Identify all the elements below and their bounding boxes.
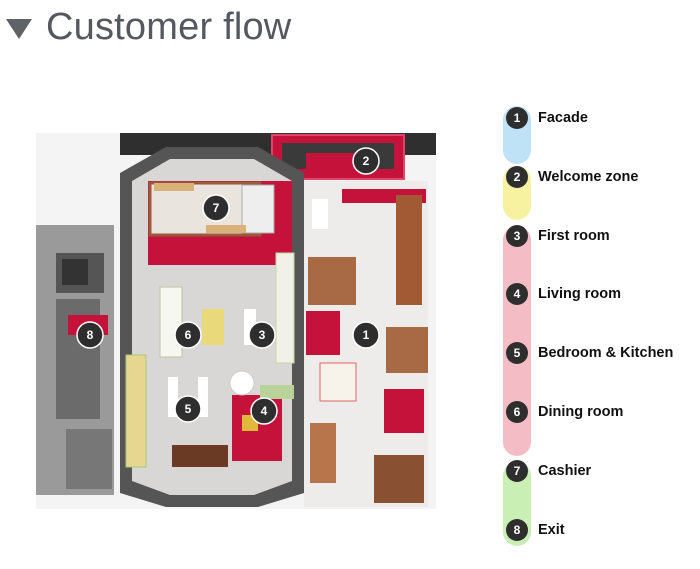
floorplan-marker-6: 6 — [174, 321, 202, 349]
step-number-badge: 7 — [506, 460, 528, 482]
step-label: Bedroom & Kitchen — [538, 345, 674, 361]
step-number-badge: 4 — [506, 283, 528, 305]
legend-step-exit: 8 Exit — [500, 517, 565, 543]
floorplan-marker-2: 2 — [352, 147, 380, 175]
collapse-triangle-icon[interactable] — [6, 19, 32, 39]
floorplan-illustration: 1 2 3 4 5 6 7 8 — [36, 133, 436, 509]
section-title: Customer flow — [46, 5, 292, 48]
legend-step-bedroom-kitchen: 5 Bedroom & Kitchen — [500, 340, 673, 366]
flow-legend: 1 Facade 2 Welcome zone 3 First room 4 L… — [500, 104, 700, 546]
step-number-badge: 2 — [506, 166, 528, 188]
step-label: Exit — [538, 522, 565, 538]
section-header[interactable]: Customer flow — [6, 2, 291, 52]
svg-text:4: 4 — [261, 404, 268, 418]
store-floorplan: 1 2 3 4 5 6 7 8 — [36, 133, 436, 509]
step-label: Facade — [538, 110, 588, 126]
legend-step-living-room: 4 Living room — [500, 281, 621, 307]
floorplan-marker-5: 5 — [174, 395, 202, 423]
floorplan-marker-4: 4 — [250, 397, 278, 425]
legend-step-dining-room: 6 Dining room — [500, 399, 623, 425]
legend-step-first-room: 3 First room — [500, 223, 610, 249]
step-number-badge: 3 — [506, 225, 528, 247]
svg-text:3: 3 — [259, 328, 266, 342]
step-label: Living room — [538, 286, 621, 302]
svg-text:5: 5 — [185, 402, 192, 416]
svg-text:8: 8 — [87, 328, 94, 342]
step-number-badge: 6 — [506, 401, 528, 423]
legend-step-welcome-zone: 2 Welcome zone — [500, 164, 638, 190]
step-number-badge: 8 — [506, 519, 528, 541]
floorplan-marker-1: 1 — [352, 321, 380, 349]
step-number-badge: 5 — [506, 342, 528, 364]
svg-text:7: 7 — [213, 201, 220, 215]
floorplan-marker-3: 3 — [248, 321, 276, 349]
legend-step-cashier: 7 Cashier — [500, 458, 591, 484]
legend-step-facade: 1 Facade — [500, 105, 588, 131]
step-number-badge: 1 — [506, 107, 528, 129]
svg-text:2: 2 — [363, 154, 370, 168]
floorplan-marker-7: 7 — [202, 194, 230, 222]
step-label: First room — [538, 228, 610, 244]
step-label: Dining room — [538, 404, 624, 420]
svg-text:6: 6 — [185, 328, 192, 342]
step-label: Welcome zone — [538, 169, 639, 185]
svg-text:1: 1 — [363, 328, 370, 342]
step-label: Cashier — [538, 463, 592, 479]
floorplan-marker-8: 8 — [76, 321, 104, 349]
